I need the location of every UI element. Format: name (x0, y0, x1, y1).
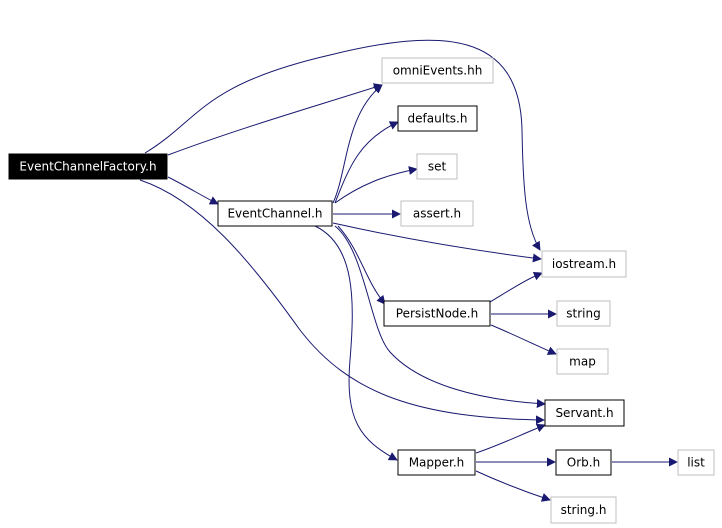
node-servant[interactable]: Servant.h (544, 399, 625, 427)
node-label: string (566, 307, 600, 321)
node-label: assert.h (413, 207, 461, 221)
node-orb[interactable]: Orb.h (555, 449, 612, 476)
node-layer: EventChannelFactory.h omniEvents.hh defa… (8, 57, 715, 524)
edge-eventchannel-servant (334, 225, 546, 408)
node-label: EventChannel.h (227, 207, 322, 221)
edge-eventchannel-mapper (314, 225, 398, 461)
node-label: string.h (561, 503, 607, 517)
node-stringh[interactable]: string.h (550, 496, 617, 524)
node-iostream[interactable]: iostream.h (541, 250, 627, 278)
edge-layer (139, 39, 678, 502)
edge-mapper-servant (475, 423, 546, 454)
edge-eventchannelfactory-servant (139, 179, 545, 425)
node-mapper[interactable]: Mapper.h (397, 449, 476, 476)
node-label: Orb.h (567, 456, 600, 470)
edge-mapper-stringh (475, 470, 551, 502)
node-set[interactable]: set (416, 153, 458, 180)
node-label: defaults.h (408, 112, 468, 126)
node-label: set (428, 160, 447, 174)
node-defaults[interactable]: defaults.h (397, 105, 478, 132)
edge-eventchannelfactory-iostream (144, 39, 541, 251)
edge-persistnode-map (490, 324, 557, 355)
node-list[interactable]: list (677, 449, 715, 476)
node-label: iostream.h (552, 257, 616, 271)
node-label: map (569, 355, 596, 369)
node-eventchannel[interactable]: EventChannel.h (217, 200, 333, 227)
node-persistnode[interactable]: PersistNode.h (383, 300, 491, 327)
node-label: Servant.h (555, 406, 613, 420)
node-map[interactable]: map (556, 348, 609, 375)
edge-eventchannelfactory-omnievents (167, 83, 383, 156)
edge-eventchannelfactory-eventchannel (167, 176, 219, 205)
edge-persistnode-iostream (489, 271, 543, 303)
edge-eventchannel-omnievents (332, 84, 383, 204)
edge-eventchannel-defaults (334, 121, 399, 204)
node-label: omniEvents.hh (393, 64, 483, 78)
node-string[interactable]: string (556, 300, 611, 327)
node-eventchannelfactory[interactable]: EventChannelFactory.h (8, 153, 168, 180)
edge-eventchannel-iostream (332, 222, 542, 263)
edge-eventchannel-set (334, 166, 418, 204)
node-label: EventChannelFactory.h (19, 160, 156, 174)
edge-eventchannel-persistnode (337, 225, 386, 305)
node-label: Mapper.h (409, 456, 465, 470)
node-assert[interactable]: assert.h (400, 200, 474, 227)
node-label: PersistNode.h (396, 307, 478, 321)
node-omnievents[interactable]: omniEvents.hh (381, 57, 494, 84)
node-label: list (687, 456, 705, 470)
